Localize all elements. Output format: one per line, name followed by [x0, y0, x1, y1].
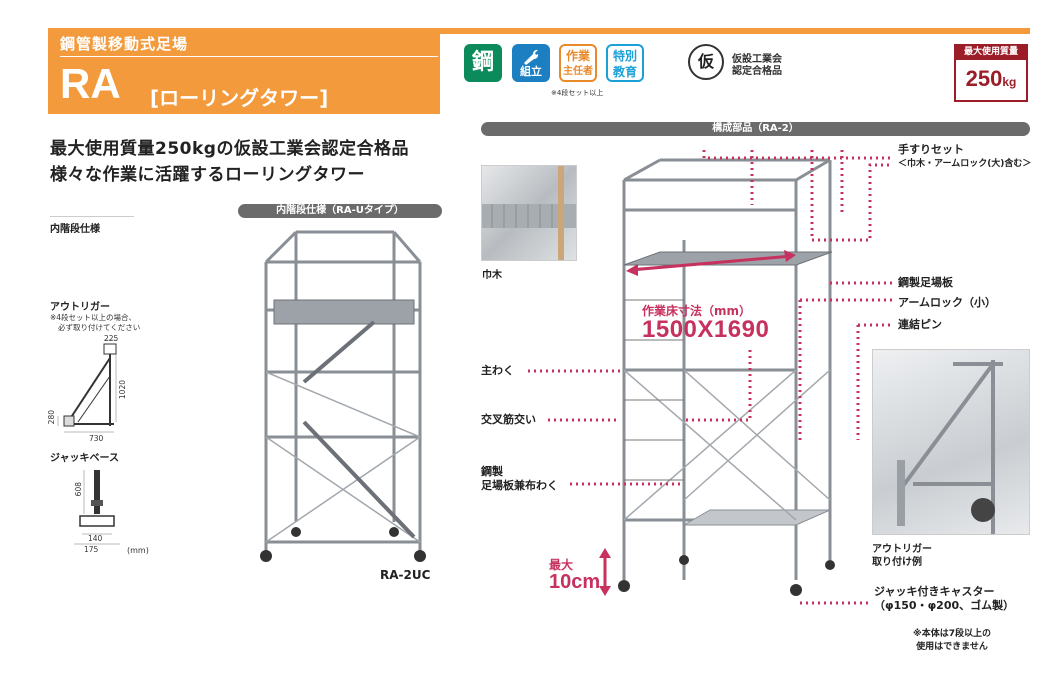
work-floor-label: 作業床寸法（mm）: [642, 304, 752, 318]
outrigger-note-line2: 必ず取り付けてください: [58, 323, 141, 332]
outrigger-caption-line2: 取り付け例: [872, 557, 922, 568]
unit-label: (mm): [127, 546, 149, 555]
model-code: RA-2UC: [380, 568, 431, 582]
series-label: 鋼管製移動式足場: [60, 35, 189, 53]
model-name: RA: [60, 60, 121, 107]
jack-base-drawing: [74, 470, 120, 545]
section-bar-components: 構成部品（RA-2）: [481, 122, 1030, 136]
outrigger-drawing: [57, 339, 117, 433]
badge-note: ※4段セット以上: [551, 89, 604, 97]
chief-line1: 作業: [565, 49, 590, 63]
work-floor-value: 1500X1690: [642, 316, 770, 343]
wrench-icon: [524, 49, 539, 65]
callout-caster-title: ジャッキ付きキャスター: [874, 585, 995, 598]
skirting-photo-drawing: [482, 166, 576, 260]
assembly-label: 組立: [520, 65, 542, 78]
training-line2: 教育: [612, 65, 637, 79]
certification-mark: 仮: [688, 44, 724, 80]
max-load-unit: kg: [1002, 75, 1017, 89]
training-badge: 特別 教育: [606, 44, 644, 82]
outrigger-photo-drawing: [897, 360, 1003, 534]
footnote: ※本体は7段以上の 使用はできません: [874, 628, 1030, 654]
headline-primary: 最大使用質量250kgの仮設工業会認定合格品: [50, 139, 409, 159]
max-load-value: 250kg: [956, 66, 1026, 92]
callout-deck-frame-line2: 足場板兼布わく: [481, 479, 558, 492]
headline-secondary: 様々な作業に活躍するローリングタワー: [50, 165, 365, 185]
footnote-line2: 使用はできません: [916, 642, 988, 652]
callout-deck-frame-line1: 鋼製: [481, 465, 503, 478]
footnote-line1: ※本体は7段以上の: [912, 629, 991, 639]
dim-outrigger-width: 730: [89, 434, 104, 443]
spec-inner-title: 内階段仕様: [50, 224, 100, 235]
training-line1: 特別: [612, 49, 637, 63]
section-bar-inner-stair: 内階段仕様（RA-Uタイプ）: [238, 204, 442, 218]
chief-badge: 作業 主任者: [559, 44, 597, 82]
title-banner: [48, 28, 440, 114]
callout-main-frame: 主わく: [481, 364, 514, 377]
cert-line1: 仮設工業会: [732, 54, 782, 65]
dim-jack-outer: 175: [84, 545, 99, 554]
callout-steel-deck: 鋼製足場板: [898, 276, 953, 289]
callout-handrail: 手すりセット ＜巾木・アームロック(大)含む＞: [898, 143, 1031, 171]
steel-badge: 鋼: [464, 44, 502, 82]
callout-cross-brace: 交叉筋交い: [481, 413, 536, 426]
assembly-badge: 組立: [512, 44, 550, 82]
outrigger-caption-line1: アウトリガー: [872, 544, 932, 555]
callout-deck-frame: 鋼製 足場板兼布わく: [481, 465, 558, 493]
top-rule: [440, 28, 1030, 34]
banner-divider: [60, 56, 438, 57]
outrigger-note-line1: ※4段セット以上の場合、: [50, 313, 137, 322]
max-load-number: 250: [965, 66, 1003, 91]
adjust-value: 10cm: [549, 571, 601, 593]
callout-armlock: アームロック（小）: [898, 296, 997, 309]
spec-outrigger-note: ※4段セット以上の場合、 必ず取り付けてください: [50, 313, 140, 333]
spec-jack-title: ジャッキベース: [50, 453, 119, 464]
adjust-label: 最大: [549, 558, 574, 572]
callout-pin: 連結ピン: [898, 318, 942, 331]
spec-divider: [50, 216, 134, 217]
dim-jack-inner: 140: [88, 534, 103, 543]
outrigger-caption: アウトリガー 取り付け例: [872, 543, 932, 569]
certification-text: 仮設工業会 認定合格品: [732, 54, 782, 78]
inner-stair-tower-illustration: [260, 230, 426, 562]
dim-outrigger-top: 225: [104, 334, 119, 343]
skirting-caption: 巾木: [482, 270, 502, 281]
callout-caster: ジャッキ付きキャスター （φ150・φ200、ゴム製）: [874, 585, 1014, 613]
model-subtitle: [ローリングタワー]: [150, 86, 329, 110]
height-adjust-arrow-icon: [599, 548, 611, 596]
callout-caster-sub: （φ150・φ200、ゴム製）: [874, 599, 1015, 612]
outrigger-photo: [872, 349, 1030, 535]
cert-line2: 認定合格品: [732, 66, 782, 77]
callout-handrail-title: 手すりセット: [898, 143, 964, 156]
chief-line2: 主任者: [563, 66, 593, 77]
spec-outrigger-title: アウトリガー: [50, 302, 110, 313]
callout-handrail-sub: ＜巾木・アームロック(大)含む＞: [898, 159, 1032, 169]
max-load-title: 最大使用質量: [954, 44, 1028, 60]
skirting-board-photo: [481, 165, 577, 261]
